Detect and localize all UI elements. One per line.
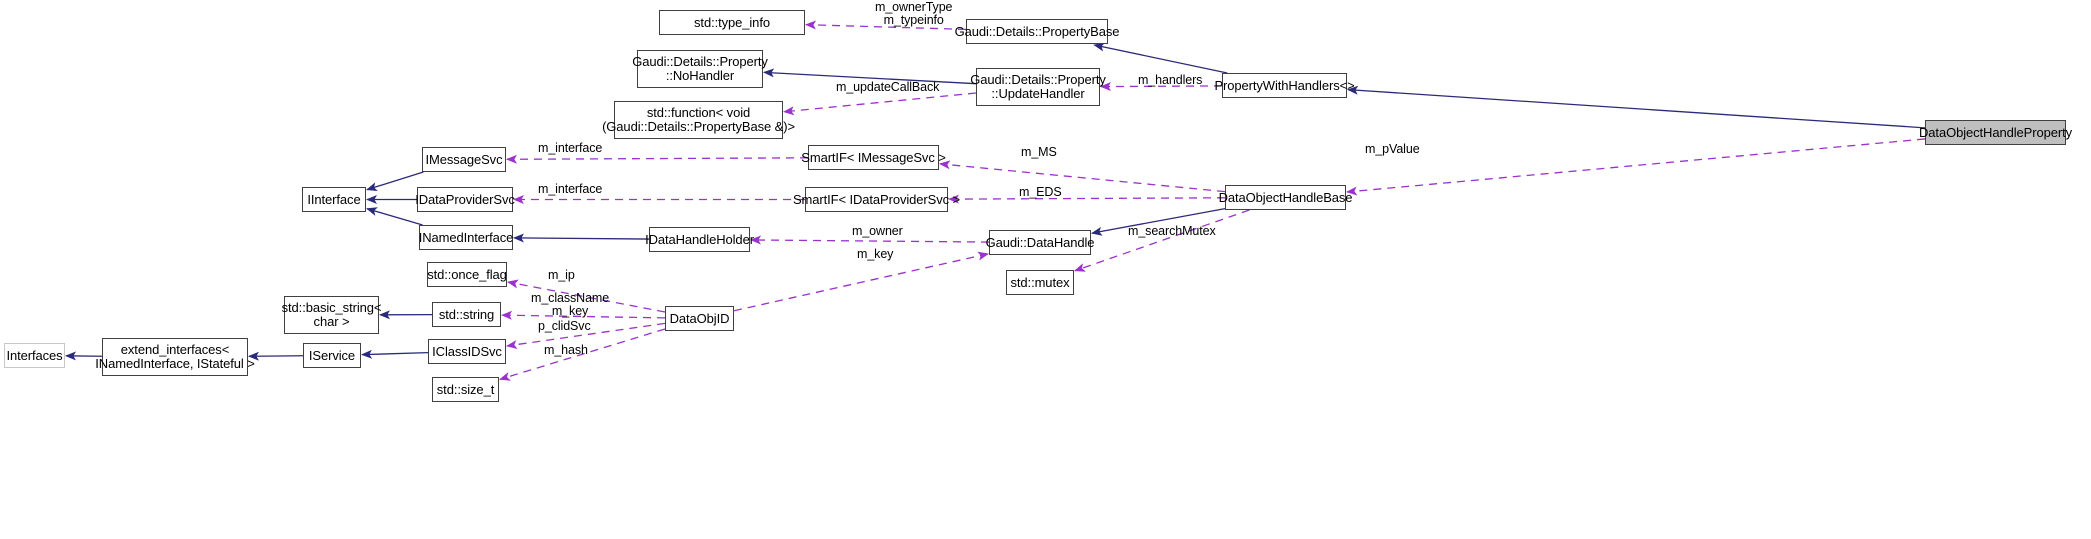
class-node-propertybase[interactable]: Gaudi::Details::PropertyBase (955, 19, 1120, 44)
edge-e-smartifms-imsgsvc (506, 154, 809, 164)
edge-e-dataobjid-dh (733, 251, 989, 312)
class-node-dohbase[interactable]: DataObjectHandleBase (1219, 185, 1353, 210)
edge-e-dohbase-mutex (1074, 209, 1250, 272)
class-node-inamedinterface[interactable]: INamedInterface (419, 225, 513, 250)
edge-e-iclassidsvc-iservice (361, 349, 429, 359)
class-node-smartif_dps[interactable]: SmartIF< IDataProviderSvc > (793, 187, 960, 212)
class-node-smartif_ms[interactable]: SmartIF< IMessageSvc > (801, 145, 946, 170)
edge-e-ini-iinterface (366, 207, 423, 226)
edge-label-e-dataobjid-iclassid: p_clidSvc (538, 319, 591, 333)
edge-label-e-dh-idhh: m_owner (852, 224, 903, 238)
class-node-datahandle[interactable]: Gaudi::DataHandle (986, 230, 1095, 255)
edge-e-dohp-dohbase (1346, 138, 1926, 196)
edge-e-imsgsvc-iinterface (366, 171, 424, 191)
edge-label-e-smartifms-imsgsvc: m_interface (538, 141, 603, 155)
class-node-string[interactable]: std::string (432, 302, 501, 327)
class-node-basic_string[interactable]: std::basic_string< char > (282, 296, 381, 334)
edge-label-e-dohp-dohbase: m_pValue (1365, 142, 1420, 156)
class-node-imessagesvc[interactable]: IMessageSvc (422, 147, 506, 172)
class-node-size_t[interactable]: std::size_t (432, 377, 499, 402)
class-node-interfaces[interactable]: Interfaces (4, 343, 65, 368)
class-node-type_info[interactable]: std::type_info (659, 10, 805, 35)
edge-label-e-dataobjid-string: m_className m_key (531, 291, 610, 318)
class-node-nohandler[interactable]: Gaudi::Details::Property ::NoHandler (632, 50, 768, 88)
edge-e-idhh-ini (513, 233, 650, 243)
edge-label-e-propbase-typeinfo: m_ownerType m_typeinfo (875, 0, 953, 27)
edge-label-e-dataobjid-onceflag: m_ip (548, 268, 575, 282)
class-node-once_flag[interactable]: std::once_flag (427, 262, 507, 287)
edge-label-e-updh-stdfunction: m_updateCallBack (836, 80, 940, 94)
class-node-extend_interfaces[interactable]: extend_interfaces< INamedInterface, ISta… (95, 338, 255, 376)
class-node-iinterface[interactable]: IInterface (302, 187, 366, 212)
edge-label-e-dohbase-mutex: m_searchMutex (1128, 224, 1216, 238)
edge-e-dohbase-eds (948, 194, 1226, 204)
edge-e-dohp-pwh (1347, 85, 1926, 129)
class-node-idataprovidersvc[interactable]: IDataProviderSvc (415, 187, 515, 212)
class-node-updatehandler[interactable]: Gaudi::Details::Property ::UpdateHandler (970, 68, 1106, 106)
class-node-stdfunction[interactable]: std::function< void (Gaudi::Details::Pro… (602, 101, 795, 139)
class-node-idatahandleholder[interactable]: IDataHandleHolder (645, 227, 754, 252)
edge-label-e-dataobjid-sizet: m_hash (544, 343, 588, 357)
edge-label-e-pwh-updh: m_handlers (1138, 73, 1203, 87)
edge-label-e-dohbase-ms: m_MS (1021, 145, 1057, 159)
class-node-iservice[interactable]: IService (303, 343, 361, 368)
edge-label-e-smartifdps-idps: m_interface (538, 182, 603, 196)
class-node-mutex[interactable]: std::mutex (1006, 270, 1074, 295)
edge-e-dohbase-ms (939, 160, 1226, 193)
edge-label-e-dohbase-eds: m_EDS (1019, 185, 1062, 199)
class-node-dataobjid[interactable]: DataObjID (665, 306, 734, 331)
edge-label-e-dataobjid-dh: m_key (857, 247, 894, 261)
edge-e-updh-stdfunction (783, 92, 977, 116)
edge-e-dh-idhh (750, 235, 990, 245)
class-node-propwithhandlers[interactable]: PropertyWithHandlers<> (1214, 73, 1355, 98)
class-node-iclassidsvc[interactable]: IClassIDSvc (428, 339, 506, 364)
edge-e-iservice-extif (248, 351, 304, 361)
class-node-dohproperty[interactable]: DataObjectHandleProperty (1919, 120, 2072, 145)
edge-e-pwh-propbase (1093, 42, 1228, 74)
